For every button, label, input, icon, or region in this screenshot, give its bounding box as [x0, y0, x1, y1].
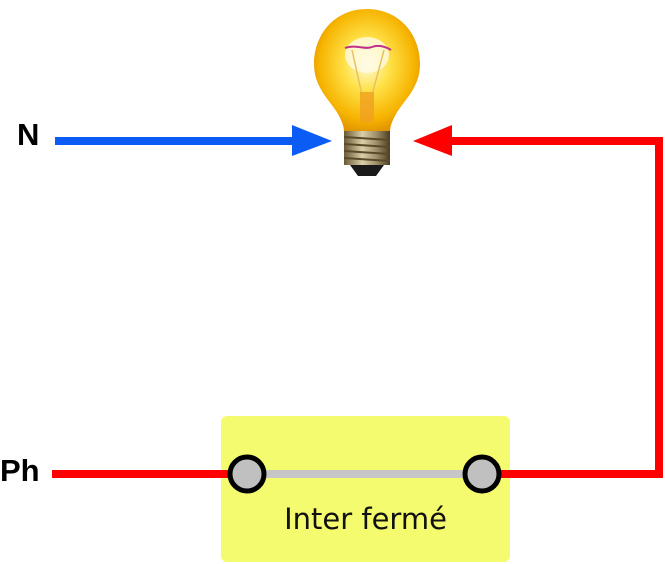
neutral-wire	[55, 125, 332, 156]
switch-box	[221, 416, 510, 562]
switch-terminal-right	[462, 454, 502, 494]
neutral-arrowhead	[292, 125, 332, 156]
phase-label: Ph	[0, 453, 40, 488]
switch-terminal-left	[227, 454, 267, 494]
neutral-label: N	[17, 117, 40, 152]
phase-wire	[52, 125, 663, 478]
phase-wire-return	[450, 137, 663, 478]
phase-arrowhead	[413, 125, 452, 156]
light-bulb-icon	[314, 9, 420, 176]
switch-label: Inter fermé	[284, 502, 447, 536]
